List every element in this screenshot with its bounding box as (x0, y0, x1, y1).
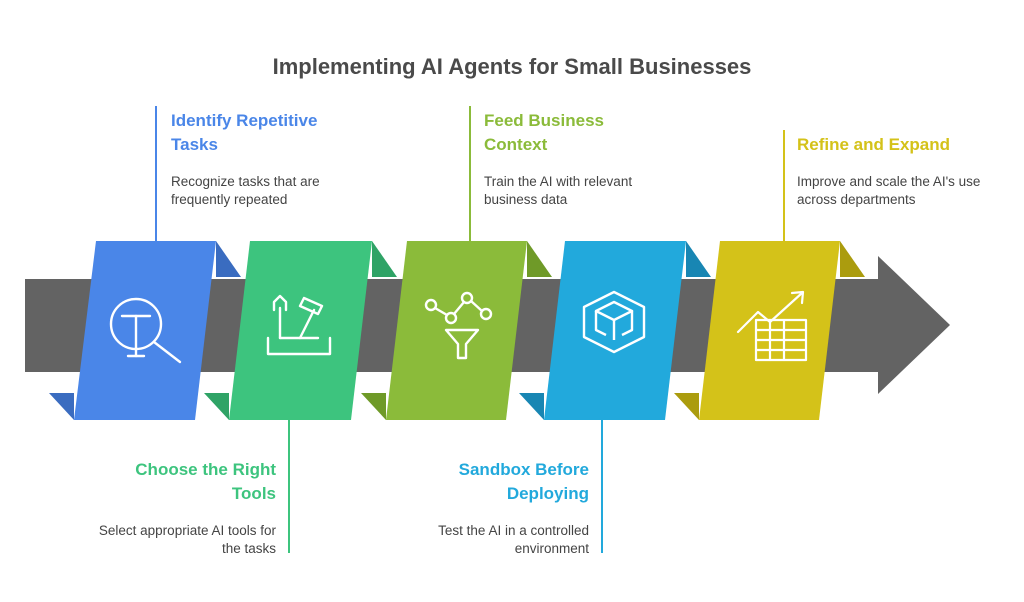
step-description-3: Train the AI with relevant business data (484, 174, 633, 207)
data-funnel-icon (424, 291, 493, 360)
diagram-title: Implementing AI Agents for Small Busines… (272, 54, 752, 79)
toolbox-icon (266, 294, 332, 356)
step-description-2: Select appropriate AI tools for the task… (98, 523, 276, 556)
step-panel-1 (49, 241, 241, 420)
step-panel-5 (674, 241, 865, 420)
step-heading-1: Identify Repetitive Tasks (171, 111, 318, 154)
step-heading-4: Sandbox Before Deploying (458, 460, 589, 503)
step-panel-4 (519, 241, 711, 420)
step-heading-2: Choose the Right Tools (135, 460, 276, 503)
step-panel-3 (361, 241, 552, 420)
step-heading-3: Feed Business Context (484, 111, 604, 154)
step-label-3: Feed Business Context Train the AI with … (484, 109, 659, 209)
step-label-1: Identify Repetitive Tasks Recognize task… (171, 109, 361, 209)
step-description-1: Recognize tasks that are frequently repe… (171, 174, 320, 207)
step-label-4: Sandbox Before Deploying Test the AI in … (408, 458, 589, 558)
step-description-4: Test the AI in a controlled environment (438, 523, 589, 556)
step-label-2: Choose the Right Tools Select appropriat… (90, 458, 276, 558)
step-panel-2 (204, 241, 397, 420)
step-description-5: Improve and scale the AI's use across de… (797, 174, 981, 207)
growth-chart-icon (736, 290, 808, 362)
magnifier-icon (109, 297, 182, 364)
cube-icon (582, 290, 646, 354)
step-heading-5: Refine and Expand (797, 135, 951, 154)
step-label-5: Refine and Expand Improve and scale the … (797, 133, 987, 209)
